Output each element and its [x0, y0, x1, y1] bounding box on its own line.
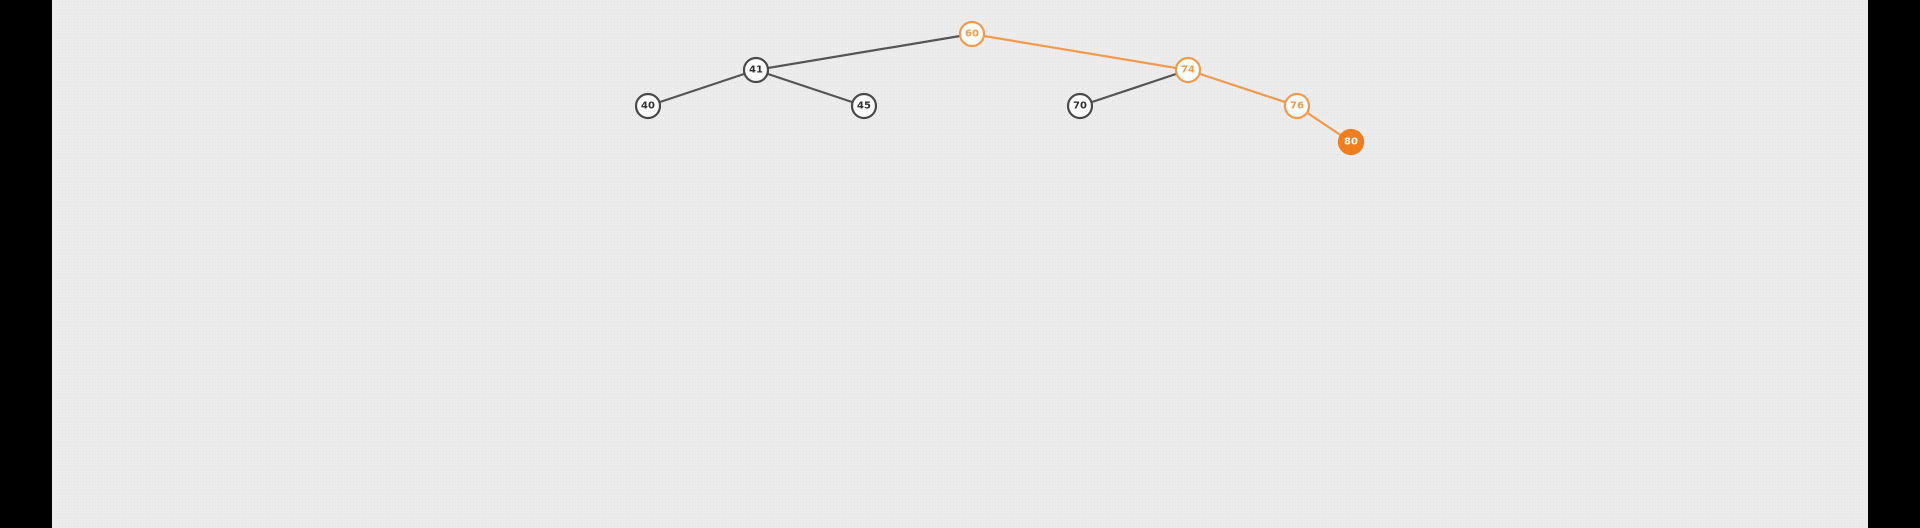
node-circle — [634, 92, 662, 120]
tree-edge-60-41 — [755, 32, 973, 72]
tree-node-40[interactable]: 40 — [634, 92, 662, 120]
tree-node-41[interactable]: 41 — [742, 56, 770, 84]
tree-node-74[interactable]: 74 — [1174, 56, 1202, 84]
node-circle — [1283, 92, 1311, 120]
node-label: 41 — [749, 65, 763, 76]
node-label: 76 — [1290, 101, 1304, 112]
node-circle — [742, 56, 770, 84]
node-circle — [1066, 92, 1094, 120]
tree-edge-41-40 — [647, 68, 757, 108]
tree-node-45[interactable]: 45 — [850, 92, 878, 120]
node-circle — [1174, 56, 1202, 84]
node-circle — [1337, 128, 1365, 156]
tree-edge-74-76 — [1187, 68, 1298, 108]
node-label: 40 — [641, 101, 655, 112]
tree-node-76[interactable]: 76 — [1283, 92, 1311, 120]
node-label: 60 — [965, 29, 979, 40]
tree-edge-60-74 — [971, 32, 1189, 72]
node-label: 70 — [1073, 101, 1087, 112]
tree-node-70[interactable]: 70 — [1066, 92, 1094, 120]
tree-node-80[interactable]: 80 — [1337, 128, 1365, 156]
node-label: 45 — [857, 101, 871, 112]
tree-canvas — [52, 0, 1868, 528]
node-label: 74 — [1181, 65, 1195, 76]
tree-node-60[interactable]: 60 — [958, 20, 986, 48]
tree-edge-41-45 — [755, 68, 865, 108]
tree-edge-74-70 — [1079, 68, 1189, 108]
node-circle — [850, 92, 878, 120]
edges-layer — [647, 32, 1352, 143]
nodes-layer: 60 41 40 45 74 70 76 80 — [634, 20, 1365, 156]
node-label: 80 — [1344, 137, 1358, 148]
node-circle — [958, 20, 986, 48]
